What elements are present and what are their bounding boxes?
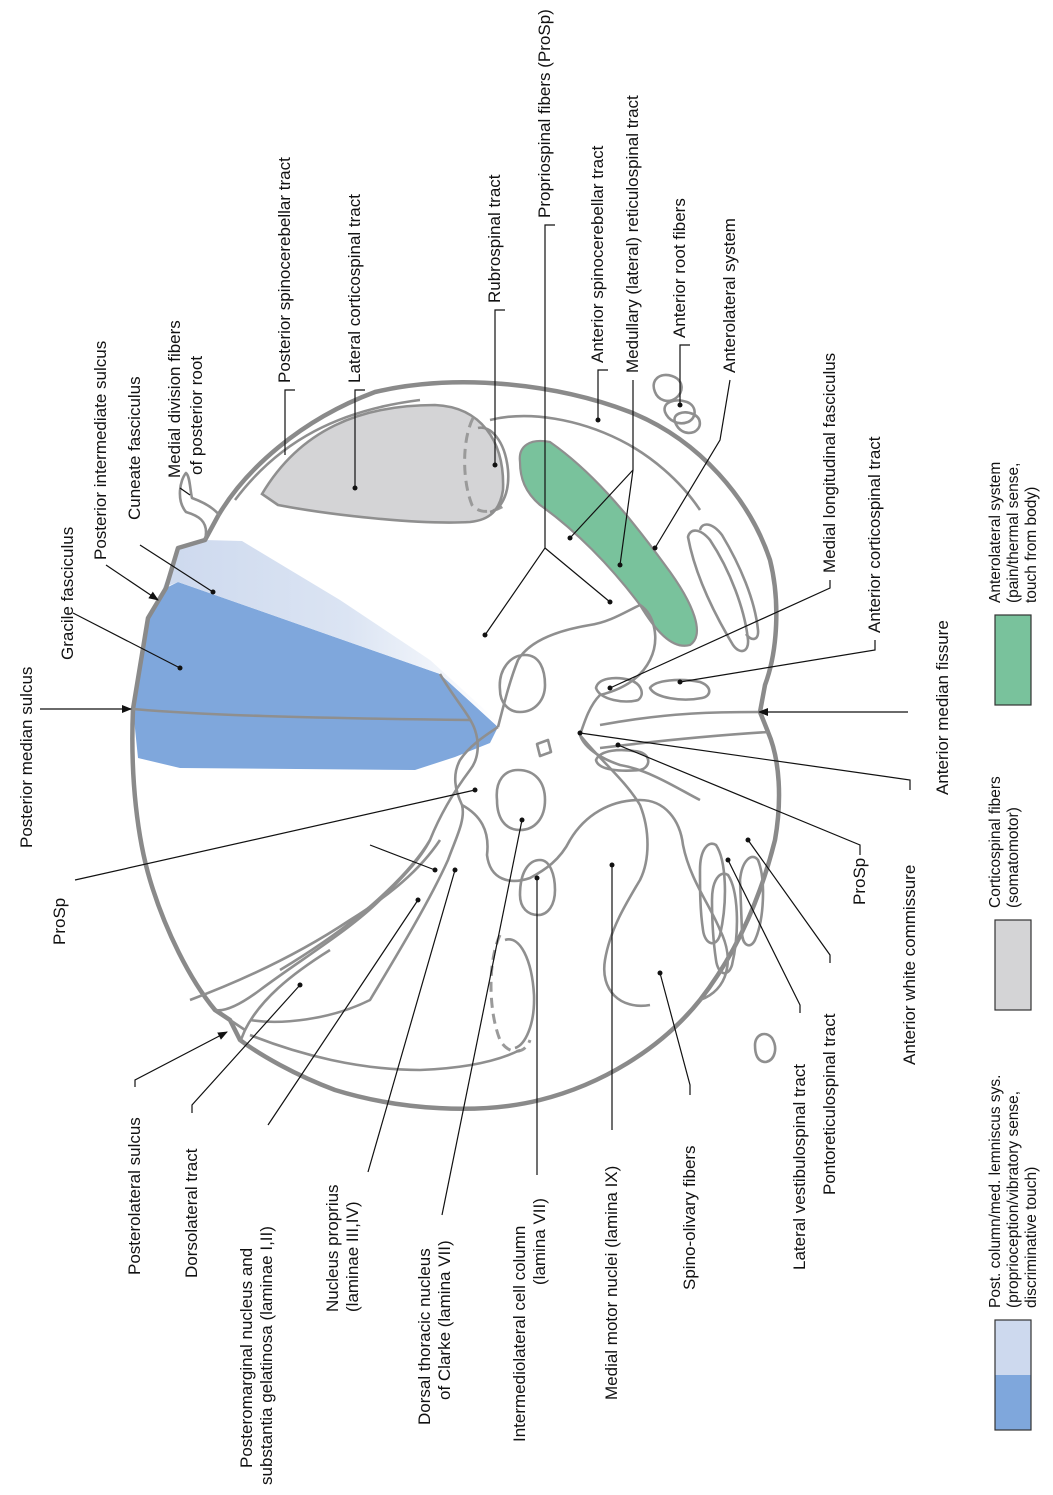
ventral-horn-outline [580, 735, 650, 1006]
spino-olivary-inner [505, 939, 534, 1048]
label-anterolateral-system: Anterolateral system [720, 218, 739, 373]
label-posterolateral-sulcus: Posterolateral sulcus [125, 1117, 144, 1275]
central-canal [537, 740, 551, 756]
label-prosp-left: ProSp [50, 898, 69, 945]
legend-anterolateral-line-2: (pain/thermal sense, [1005, 463, 1022, 603]
legend-post-column-line-2: (proprioception/vibratory sense, [1005, 1091, 1022, 1308]
anterolateral-system-region [520, 441, 697, 646]
left-internal-line [190, 840, 440, 1000]
label-anterior-spinocerebellar: Anterior spinocerebellar tract [588, 145, 607, 363]
anterior-fissure-walls [600, 712, 768, 748]
label-anterior-white-commissure: Anterior white commissure [900, 865, 919, 1065]
legend-item-corticospinal: Corticospinal fibers (somatomotor) [987, 776, 1031, 1010]
label-prosp-right: ProSp [850, 858, 869, 905]
legend-corticospinal-line-1: Corticospinal fibers [987, 776, 1004, 908]
label-intermediolateral-cell-column: Intermediolateral cell column [510, 1226, 529, 1442]
label-pontoreticulospinal: Pontoreticulospinal tract [820, 1013, 839, 1195]
legend-swatch-corticospinal [995, 920, 1031, 1010]
anterior-root-1 [654, 375, 682, 401]
legend-swatch-post-column-dark [995, 1375, 1031, 1430]
label-lateral-vestibulospinal: Lateral vestibulospinal tract [790, 1064, 809, 1270]
legend-corticospinal-line-2: (somatomotor) [1005, 807, 1022, 908]
label-anterior-corticospinal: Anterior corticospinal tract [865, 436, 884, 633]
legend-swatch-anterolateral [995, 615, 1031, 705]
legend-item-post-column: Post. column/med. lemniscus sys. (propri… [987, 1075, 1040, 1430]
medial-division-root [180, 473, 220, 540]
legend: Post. column/med. lemniscus sys. (propri… [987, 462, 1040, 1430]
label-medial-motor-nuclei: Medial motor nuclei (lamina IX) [602, 1166, 621, 1400]
label-posterior-spinocerebellar: Posterior spinocerebellar tract [275, 157, 294, 383]
label-medial-division-fibers: Medial division fibers [165, 320, 184, 478]
label-medial-longitudinal-fasciculus: Medial longitudinal fasciculus [820, 353, 839, 573]
label-posteromarginal-nucleus-2: substantia gelatinosa (laminae I,II) [257, 1226, 276, 1485]
label-dorsal-thoracic-nucleus: Dorsal thoracic nucleus [415, 1248, 434, 1425]
label-cuneate-fasciculus: Cuneate fasciculus [125, 376, 144, 520]
legend-anterolateral-line-3: touch from body) [1023, 487, 1040, 603]
legend-post-column-line-3: discriminative touch) [1023, 1167, 1040, 1308]
spinocerebellar-lower-line [250, 1035, 520, 1070]
label-spino-olivary: Spino-olivary fibers [680, 1145, 699, 1290]
label-gracile-fasciculus: Gracile fasciculus [58, 527, 77, 660]
label-anterior-root-fibers: Anterior root fibers [670, 198, 689, 338]
label-posteromarginal-nucleus: Posteromarginal nucleus and [237, 1248, 256, 1468]
legend-post-column-line-1: Post. column/med. lemniscus sys. [987, 1075, 1004, 1308]
label-posterior-median-sulcus: Posterior median sulcus [17, 667, 36, 848]
label-propriospinal: Propriospinal fibers (ProSp) [535, 9, 554, 218]
label-dorsal-thoracic-nucleus-2: of Clarke (lamina VII) [435, 1240, 454, 1400]
label-dorsolateral-tract: Dorsolateral tract [182, 1148, 201, 1278]
label-nucleus-proprius-2: (laminae III,IV) [343, 1201, 362, 1312]
label-posterior-intermediate-sulcus: Posterior intermediate sulcus [91, 341, 110, 560]
label-anterior-median-fissure: Anterior median fissure [933, 620, 952, 795]
label-medial-division-fibers-2: of posterior root [187, 356, 206, 475]
label-medullary-reticulospinal: Medullary (lateral) reticulospinal tract [623, 95, 642, 373]
lateral-elongated-2 [700, 525, 758, 639]
label-nucleus-proprius: Nucleus proprius [323, 1184, 342, 1312]
legend-swatch-post-column-light [995, 1320, 1031, 1375]
gray-matter-outline [250, 727, 728, 1022]
label-intermediolateral-cell-column-2: (lamina VII) [530, 1198, 549, 1285]
legend-item-anterolateral: Anterolateral system (pain/thermal sense… [987, 462, 1040, 705]
label-rubrospinal: Rubrospinal tract [485, 174, 504, 303]
lateral-small-oval [755, 1034, 775, 1062]
lateral-corticospinal-region [262, 405, 503, 523]
intermediate-lobe-1 [500, 655, 545, 712]
legend-anterolateral-line-1: Anterolateral system [987, 462, 1004, 603]
label-lateral-corticospinal: Lateral corticospinal tract [345, 194, 364, 383]
